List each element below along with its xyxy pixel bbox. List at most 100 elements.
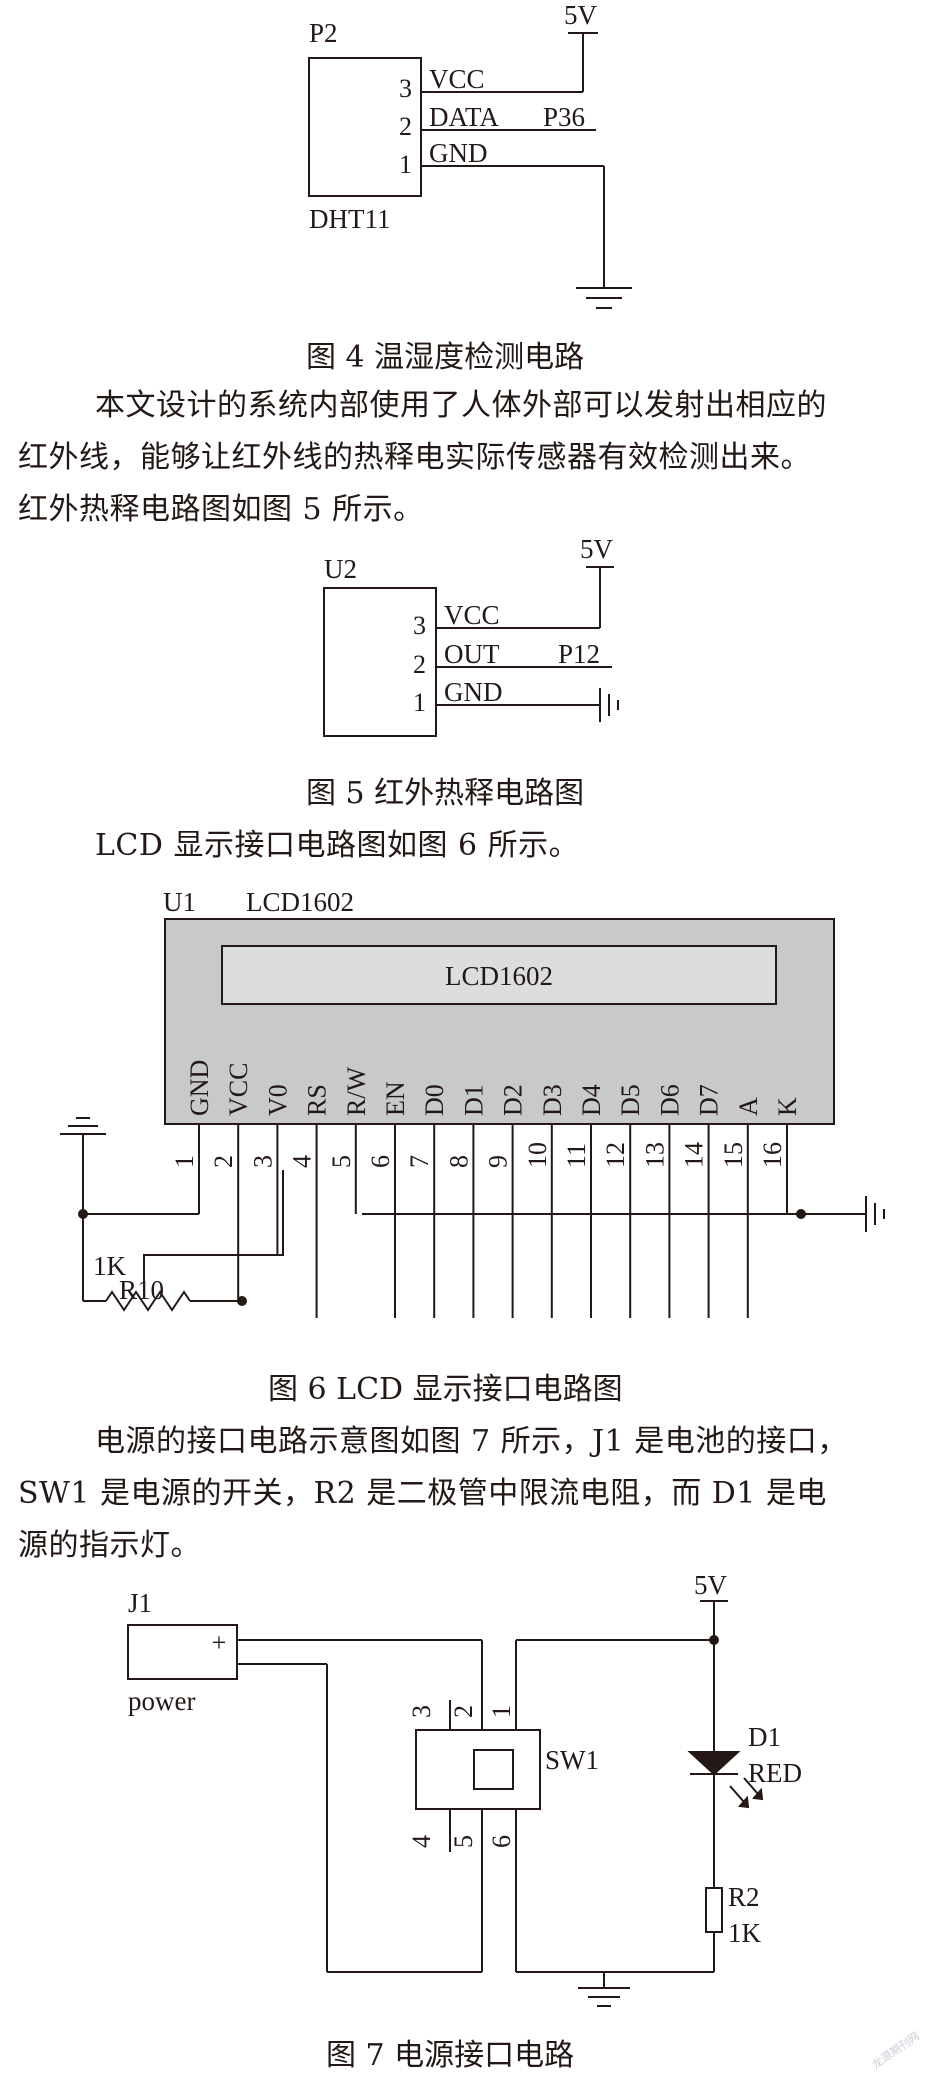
paragraph-3-line-3: 源的指示灯。: [18, 1528, 201, 1563]
lcd-pin-name: D7: [695, 1084, 724, 1116]
lcd-pin-number: 6: [366, 1155, 395, 1168]
fig7-supply-label: 5V: [694, 1570, 728, 1600]
lcd-ground-symbol-left: [60, 1117, 106, 1135]
paragraph-2-line-1: LCD 显示接口电路图如图 6 所示。: [95, 828, 580, 863]
paragraph-1-line-3: 红外热释电路图如图 5 所示。: [18, 492, 424, 527]
sw1-pin-1: 1: [487, 1705, 516, 1718]
lcd-pin-name: D0: [420, 1084, 449, 1116]
lcd-pin-number: 2: [209, 1155, 238, 1168]
lcd-pin-number: 14: [680, 1142, 709, 1168]
lcd-pin-number: 5: [327, 1155, 356, 1168]
pir-body: [323, 587, 437, 737]
sw1-pin-3: 3: [407, 1705, 436, 1718]
fig5-out-port: P12: [558, 639, 600, 669]
fig5-net-out: OUT: [444, 639, 500, 669]
lcd-pin-number: 1: [170, 1155, 199, 1168]
ground-symbol: [576, 287, 632, 309]
paragraph-1-line-1: 本文设计的系统内部使用了人体外部可以发射出相应的: [95, 388, 827, 423]
junction-dot: [709, 1635, 719, 1645]
lcd-pin-number: 11: [562, 1143, 591, 1168]
lcd-pin-name: K: [773, 1097, 802, 1116]
lcd-pin-name: D5: [616, 1084, 645, 1116]
lcd-pin-number: 16: [758, 1142, 787, 1168]
sw1-actuator: [473, 1749, 514, 1790]
fig5-net-gnd: GND: [444, 677, 503, 707]
paragraph-3-line-1: 电源的接口电路示意图如图 7 所示，J1 是电池的接口，: [95, 1424, 848, 1459]
lcd-pin-number: 4: [288, 1155, 317, 1168]
sw1-body: [415, 1729, 541, 1810]
fig4-pin-1: 1: [399, 150, 412, 179]
lcd-screen-window: [221, 945, 777, 1005]
fig7-connector-name: J1: [128, 1588, 152, 1618]
lcd-pin-name: R/W: [342, 1066, 371, 1116]
sw1-pin-6: 6: [487, 1835, 516, 1848]
lcd-pin-name: V0: [263, 1084, 292, 1116]
r10-name: R10: [119, 1275, 164, 1305]
lcd-pin-number: 15: [719, 1142, 748, 1168]
fig5-supply-label: 5V: [580, 534, 614, 564]
d1-color-label: RED: [748, 1758, 802, 1788]
r2-resistor: [705, 1887, 723, 1933]
figure-7-caption: 图 7 电源接口电路: [326, 2038, 575, 2073]
fig4-net-vcc: VCC: [429, 64, 485, 94]
lcd-pin-number: 7: [405, 1155, 434, 1168]
r10-value: 1K: [93, 1251, 127, 1281]
figure-4-schematic: P2 DHT11 3 2 1 VCC DATA GND P36 5V: [308, 0, 632, 309]
lcd-pin-name: D2: [499, 1084, 528, 1116]
sw1-label: SW1: [545, 1745, 599, 1775]
lcd-pin-number: 9: [484, 1155, 513, 1168]
fig4-pin-2: 2: [399, 112, 412, 141]
fig4-supply-label: 5V: [564, 0, 598, 30]
dht11-body: [308, 57, 422, 197]
lcd-pin-name: A: [734, 1097, 763, 1116]
r2-value: 1K: [728, 1918, 762, 1948]
junction-dot: [78, 1209, 88, 1219]
lcd-pin-name: D1: [459, 1084, 488, 1116]
r10-resistor: [105, 1290, 191, 1312]
lcd-pin-number: 3: [248, 1155, 277, 1168]
sw1-pin-2: 2: [449, 1705, 478, 1718]
lcd-pin-number: 10: [523, 1142, 552, 1168]
fig5-pin-2: 2: [413, 650, 426, 679]
fig4-net-data: DATA: [429, 102, 499, 132]
figure-7-schematic: J1 + power: [127, 1570, 802, 2007]
fig4-designator: P2: [309, 18, 338, 48]
fig6-part-name: LCD1602: [246, 887, 354, 917]
figure-5-caption: 图 5 红外热释电路图: [306, 776, 585, 811]
paragraph-1-line-2: 红外线，能够让红外线的热释电实际传感器有效检测出来。: [18, 440, 811, 475]
sw1-pin-4: 4: [407, 1835, 436, 1848]
fig5-pin-1: 1: [413, 688, 426, 717]
sw1-pin-5: 5: [449, 1835, 478, 1848]
j1-body: [127, 1624, 238, 1680]
junction-dot: [237, 1296, 247, 1306]
lcd-pin-number: 13: [640, 1142, 669, 1168]
lcd-pin-number: 12: [601, 1142, 630, 1168]
figure-6-caption: 图 6 LCD 显示接口电路图: [268, 1372, 623, 1407]
paragraph-3-line-2: SW1 是电源的开关，R2 是二极管中限流电阻，而 D1 是电: [18, 1476, 827, 1511]
lcd-pin-name: VCC: [224, 1063, 253, 1116]
fig5-net-vcc: VCC: [444, 600, 500, 630]
fig6-designator: U1: [163, 887, 196, 917]
d1-light-arrows: [729, 1777, 764, 1809]
lcd-pins: GND1VCC2V03RS4R/W5EN6D07D18D29D310D411D5…: [170, 1060, 802, 1318]
d1-label: D1: [748, 1722, 781, 1752]
lcd-pin-name: GND: [185, 1060, 214, 1116]
fig4-net-gnd: GND: [429, 138, 488, 168]
j1-plus-label: +: [212, 1628, 227, 1657]
figure-4-caption: 图 4 温湿度检测电路: [306, 340, 585, 375]
fig5-designator: U2: [324, 554, 357, 584]
v0-wiper-wire: [143, 1170, 284, 1286]
lcd-pin-number: 8: [444, 1155, 473, 1168]
junction-dot: [796, 1209, 806, 1219]
lcd-pin-name: EN: [381, 1081, 410, 1116]
figure-6-schematic: U1 LCD1602 LCD1602 GND1VCC2V03RS4R/W5EN6…: [60, 887, 885, 1318]
r2-label: R2: [728, 1882, 760, 1912]
fig4-part-name: DHT11: [309, 204, 391, 234]
fig5-pin-3: 3: [413, 611, 426, 640]
fig4-pin-3: 3: [399, 74, 412, 103]
lcd-ground-symbol-right: [865, 1196, 885, 1232]
ground-symbol: [578, 1987, 630, 2007]
fig4-data-port: P36: [543, 102, 585, 132]
figure-5-schematic: U2 3 2 1 VCC OUT GND P12 5V: [323, 534, 619, 737]
